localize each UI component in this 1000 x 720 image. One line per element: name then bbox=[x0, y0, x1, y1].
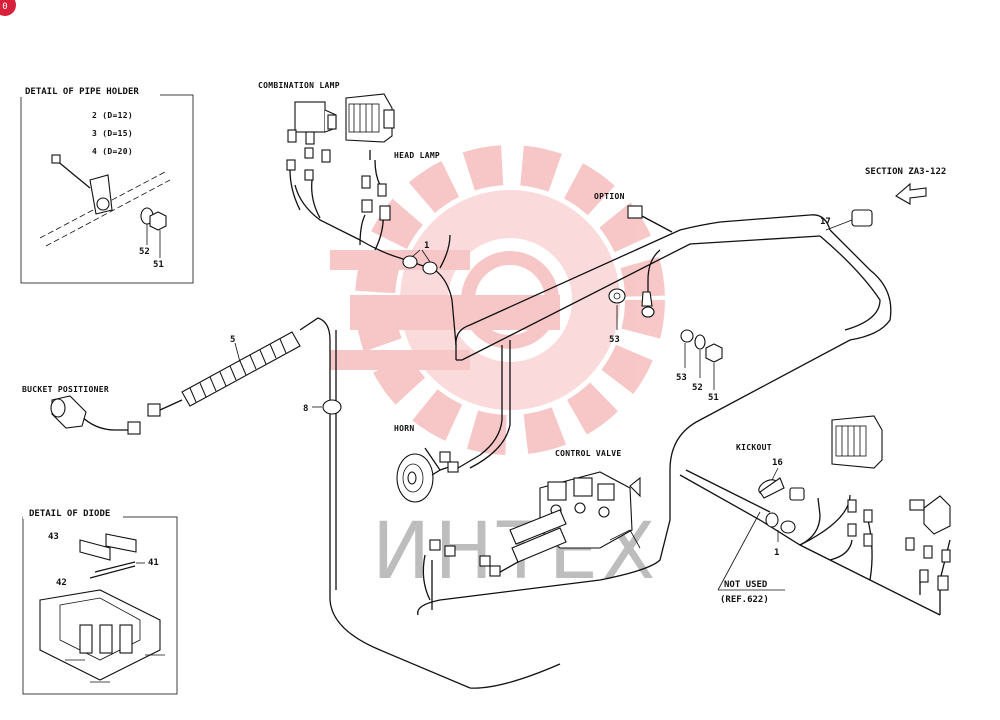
part-51: 51 bbox=[708, 393, 719, 403]
pipe-holder-title: DETAIL OF PIPE HOLDER bbox=[25, 87, 139, 97]
kickout bbox=[758, 467, 805, 501]
not-used-leader bbox=[717, 511, 785, 591]
grommet-upper bbox=[402, 249, 438, 275]
page-badge: 0 bbox=[0, 0, 16, 16]
part-52: 52 bbox=[692, 383, 703, 393]
part-53-b: 53 bbox=[676, 373, 687, 383]
harness-wires bbox=[79, 150, 951, 689]
combination-lamp-right bbox=[905, 495, 951, 591]
connector-17 bbox=[851, 209, 873, 227]
head-lamp-upper bbox=[345, 93, 395, 221]
terminal-parts bbox=[608, 288, 723, 390]
watermark-gear bbox=[330, 145, 665, 455]
label-horn: HORN bbox=[394, 424, 414, 433]
label-bucket-positioner: BUCKET POSITIONER bbox=[22, 385, 109, 394]
horn bbox=[396, 447, 459, 503]
control-valve bbox=[429, 471, 641, 577]
part-5: 5 bbox=[230, 335, 235, 345]
label-kickout: KICKOUT bbox=[736, 443, 772, 452]
pipe-size-2: 3 (D=15) bbox=[92, 129, 133, 138]
part-17: 17 bbox=[820, 217, 831, 227]
section-arrow-icon bbox=[895, 182, 927, 205]
part-43: 43 bbox=[48, 532, 59, 542]
label-not-used: NOT USED bbox=[724, 580, 768, 590]
part-42: 42 bbox=[56, 578, 67, 588]
part-1-upper: 1 bbox=[424, 241, 429, 251]
part-16: 16 bbox=[772, 458, 783, 468]
part-53-a: 53 bbox=[609, 335, 620, 345]
pipe-holder-detail: DETAIL OF PIPE HOLDER 2 (D=12) 3 (D=15) … bbox=[20, 85, 194, 284]
part-52-detail: 52 bbox=[139, 247, 150, 257]
combination-lamp-upper bbox=[286, 101, 337, 181]
label-control-valve: CONTROL VALVE bbox=[555, 449, 622, 458]
label-ref: (REF.622) bbox=[720, 595, 769, 605]
pipe-size-1: 2 (D=12) bbox=[92, 111, 133, 120]
label-section: SECTION ZA3-122 bbox=[865, 167, 946, 177]
diode-detail: DETAIL OF DIODE 43 41 42 bbox=[22, 507, 178, 695]
option-connector bbox=[627, 205, 643, 219]
part-51-detail: 51 bbox=[153, 260, 164, 270]
corrugated-tube bbox=[127, 331, 301, 435]
part-8: 8 bbox=[303, 404, 308, 414]
label-combination-lamp: COMBINATION LAMP bbox=[258, 81, 340, 90]
part-1-lower: 1 bbox=[774, 548, 779, 558]
diode-title: DETAIL OF DIODE bbox=[29, 509, 110, 519]
grommet-lower bbox=[765, 512, 796, 542]
label-head-lamp: HEAD LAMP bbox=[394, 151, 440, 160]
part-41: 41 bbox=[148, 558, 159, 568]
grommet-8 bbox=[322, 399, 342, 415]
head-lamp-right bbox=[831, 415, 883, 547]
bucket-positioner bbox=[50, 395, 87, 429]
pipe-size-3: 4 (D=20) bbox=[92, 147, 133, 156]
label-option: OPTION bbox=[594, 192, 625, 201]
